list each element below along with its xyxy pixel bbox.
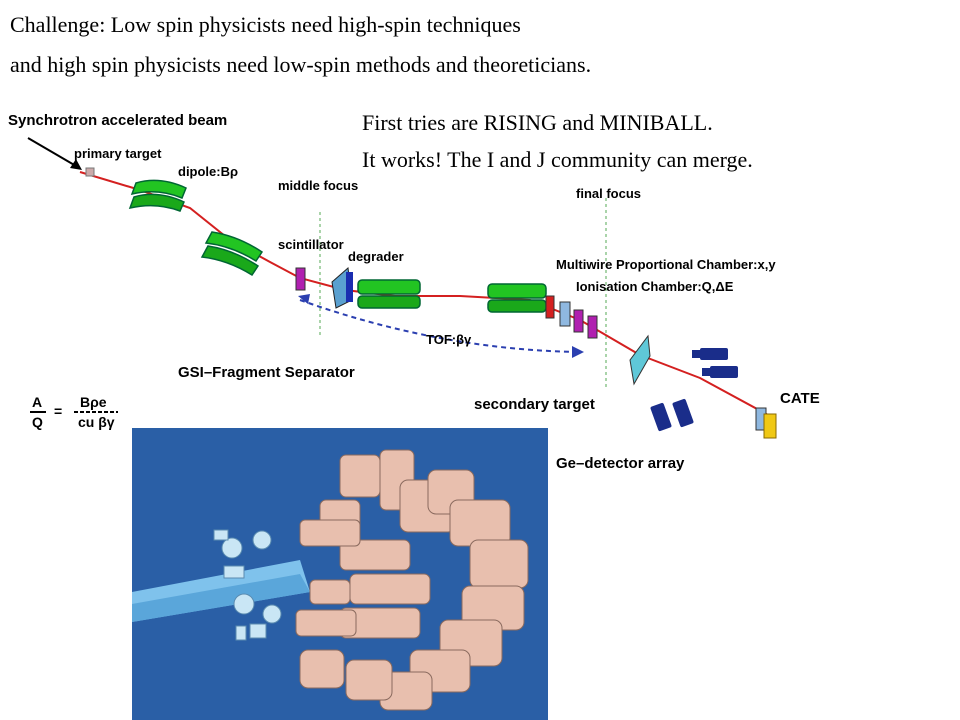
quadrupole-magnet-2 — [487, 283, 547, 313]
formula-rhs-den: cu βγ — [78, 414, 115, 430]
primary-target-mark — [85, 167, 95, 177]
ff-detector-red — [545, 295, 555, 319]
degrader-plate — [346, 272, 353, 302]
note-line-2: It works! The I and J community can merg… — [362, 147, 753, 172]
formula-lhs-num: A — [32, 394, 43, 410]
heading-line-1: Challenge: Low spin physicists need high… — [10, 12, 521, 37]
cate-label: CATE — [780, 390, 820, 407]
tof-path — [299, 299, 581, 353]
formula-equals: = — [54, 403, 63, 419]
quadrupole-magnet-1 — [357, 279, 421, 309]
beam-label: Synchrotron accelerated beam — [8, 112, 228, 129]
separator-label: GSI–Fragment Separator — [178, 364, 355, 381]
formula-lhs-den: Q — [32, 414, 43, 430]
beam-arrow — [27, 137, 77, 167]
dipole-magnet-2 — [200, 231, 264, 277]
scintillator-label: scintillator — [278, 237, 344, 252]
miniball-photo — [132, 428, 548, 720]
ion-chamber-1 — [573, 309, 584, 333]
ge-array-label: Ge–detector array — [556, 455, 685, 472]
heading-line-2: and high spin physicists need low-spin m… — [10, 52, 592, 77]
dipole-magnet-1 — [128, 179, 187, 212]
tof-label: TOF:βγ — [426, 332, 472, 347]
ion-chamber-label: Ionisation Chamber:Q,ΔE — [576, 279, 734, 294]
middle-focus-label: middle focus — [278, 178, 359, 193]
primary-target-label: primary target — [74, 146, 162, 161]
cate-detector — [763, 413, 777, 439]
secondary-target-label: secondary target — [474, 396, 595, 413]
ge-detectors — [650, 348, 738, 432]
secondary-target-plate — [629, 334, 651, 386]
formula-rhs-num: Bρe — [80, 394, 107, 410]
note-line-1: First tries are RISING and MINIBALL. — [362, 110, 713, 135]
tof-arrow-right — [572, 346, 584, 358]
ion-chamber-2 — [587, 315, 598, 339]
tof-arrow-left — [298, 294, 310, 304]
mwpc-label: Multiwire Proportional Chamber:x,y — [556, 257, 776, 272]
scintillator-detector — [295, 267, 306, 291]
beam-arrow-head — [70, 159, 82, 170]
degrader-label: degrader — [348, 249, 404, 264]
dipole-label: dipole:Bρ — [178, 164, 239, 179]
mwpc-detector — [559, 301, 571, 327]
final-focus-label: final focus — [576, 186, 642, 201]
